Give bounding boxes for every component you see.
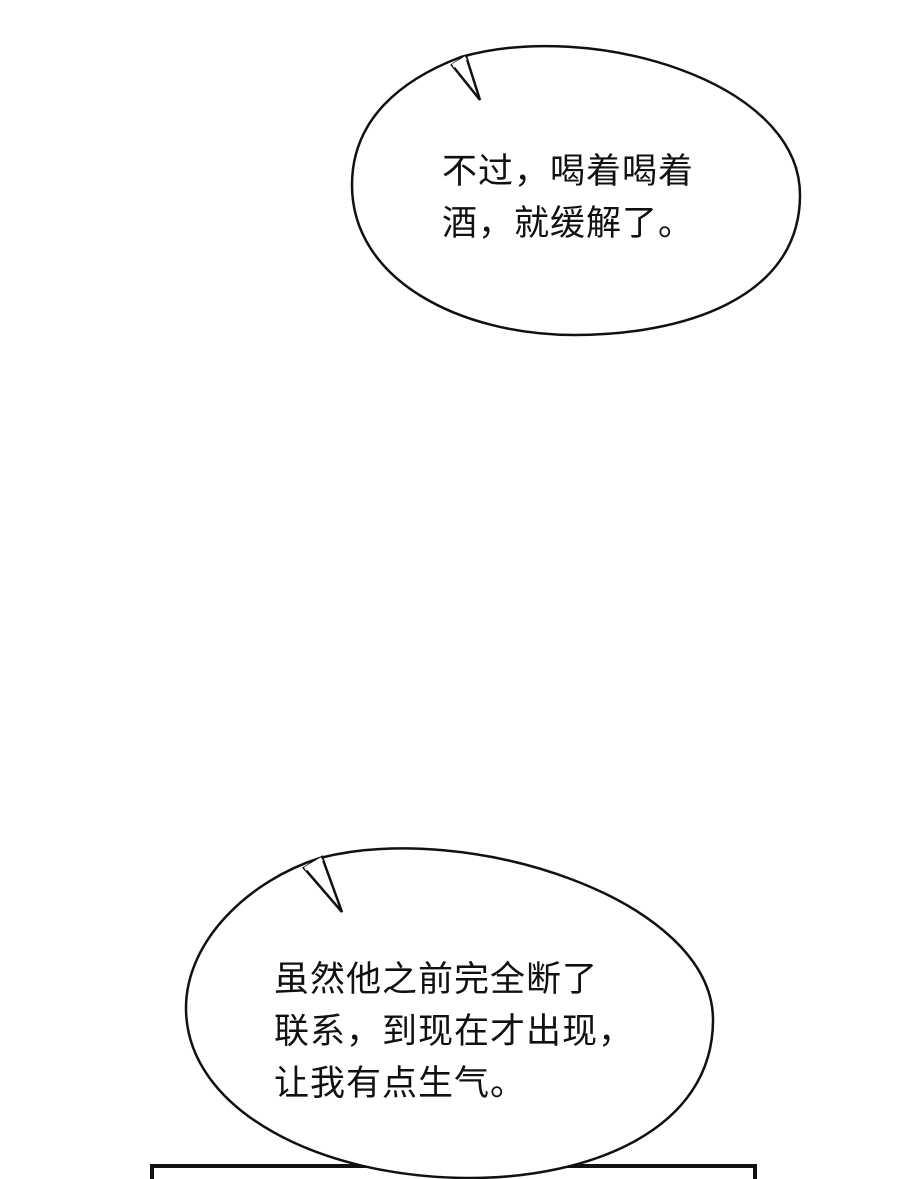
speech-bubble-1-line-1: 不过，喝着喝着 bbox=[442, 152, 695, 192]
speech-bubble-2-line-1: 虽然他之前完全断了 bbox=[274, 960, 599, 1000]
speech-bubble-2-line-2: 联系，到现在才出现， bbox=[274, 1012, 635, 1052]
speech-bubble-2-outline bbox=[184, 847, 715, 1179]
speech-bubble-2-line-3: 让我有点生气。 bbox=[274, 1064, 527, 1104]
speech-bubble-1 bbox=[350, 44, 802, 337]
speech-bubble-2 bbox=[184, 847, 715, 1179]
speech-bubble-1-text: 不过，喝着喝着 酒，就缓解了。 bbox=[442, 146, 694, 250]
speech-bubble-1-line-2: 酒，就缓解了。 bbox=[442, 204, 695, 244]
speech-bubble-2-text: 虽然他之前完全断了 联系，到现在才出现， 让我有点生气。 bbox=[274, 954, 634, 1110]
speech-bubble-1-outline bbox=[350, 44, 802, 337]
